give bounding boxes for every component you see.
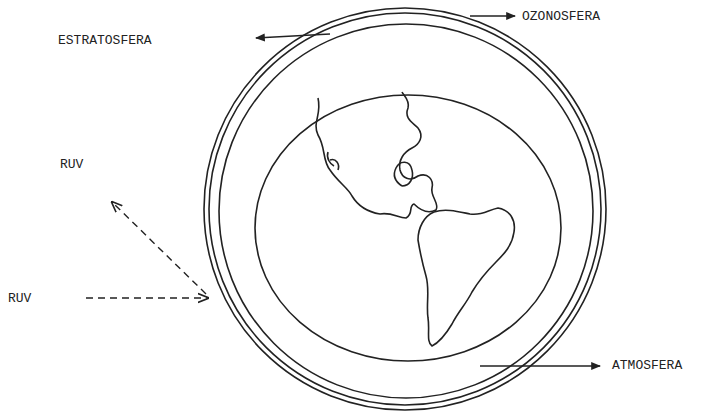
estratosfera-leader (256, 34, 330, 38)
stratosphere-ring (209, 13, 601, 405)
layer-label: ATMOSFERA (612, 359, 682, 372)
south-america (418, 208, 514, 346)
earth-circle (255, 95, 561, 361)
reflected-ruv-ray (112, 202, 206, 294)
ozonosfera-leader (470, 15, 515, 16)
incoming-ruv-ray (86, 297, 208, 298)
central-america (327, 152, 338, 170)
leader-arrows (86, 16, 600, 366)
atmosphere-rings (204, 8, 606, 410)
continents (316, 92, 514, 346)
atmosphere-ring (219, 24, 593, 398)
radiation-label: RUV (8, 292, 31, 305)
ozonosphere-ring (204, 8, 606, 410)
layer-label: ESTRATOSFERA (58, 34, 152, 47)
radiation-label: RUV (60, 158, 83, 171)
north-america (316, 92, 437, 218)
atmosfera-leader (480, 365, 600, 366)
florida (394, 162, 412, 186)
layer-label: OZONOSFERA (522, 10, 600, 23)
